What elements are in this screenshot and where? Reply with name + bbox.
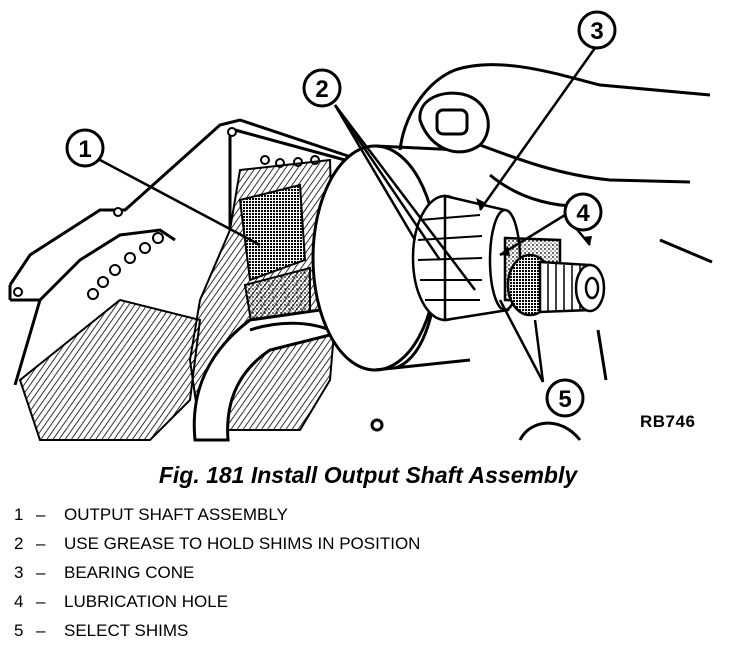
legend-dash: – (36, 505, 46, 524)
svg-text:4: 4 (576, 200, 590, 227)
svg-text:5: 5 (558, 386, 571, 413)
legend-item: 1–OUTPUT SHAFT ASSEMBLY (14, 500, 420, 529)
case-lower-shading (18, 298, 202, 441)
leader-lines (99, 47, 597, 383)
legend-number: 3 (14, 563, 24, 582)
transmission-case (8, 118, 361, 386)
svg-text:1: 1 (78, 136, 91, 163)
legend-text: BEARING CONE (64, 563, 195, 582)
legend-dash: – (36, 563, 46, 582)
callout-4: 4 (563, 192, 603, 232)
svg-text:2: 2 (315, 76, 328, 103)
callout-1: 1 (65, 128, 105, 168)
figure-caption: Fig. 181 Install Output Shaft Assembly (158, 462, 578, 488)
callout-5: 5 (545, 378, 585, 418)
legend-item: 2–USE GREASE TO HOLD SHIMS IN POSITION (14, 529, 420, 558)
legend-dash: – (36, 534, 46, 553)
figure-reference-code: RB746 (640, 412, 696, 431)
legend-dash: – (36, 592, 46, 611)
legend-text: SELECT SHIMS (64, 621, 189, 640)
legend-number: 5 (14, 621, 24, 640)
callout-2: 2 (302, 68, 342, 108)
legend-text: LUBRICATION HOLE (64, 592, 229, 611)
hand (398, 63, 713, 381)
callout-3: 3 (577, 10, 617, 50)
illustration-svg: 1 2 3 4 5 (8, 10, 713, 442)
legend-number: 4 (14, 592, 24, 611)
leader-arrowheads (476, 198, 592, 256)
legend-number: 2 (14, 534, 24, 553)
legend-number: 1 (14, 505, 24, 524)
legend-item: 4–LUBRICATION HOLE (14, 587, 420, 616)
svg-text:3: 3 (590, 18, 603, 45)
legend-dash: – (36, 621, 46, 640)
shaft-threaded-end (503, 236, 606, 317)
output-shaft-illustration: 1 2 3 4 5 (8, 10, 713, 442)
legend-text: USE GREASE TO HOLD SHIMS IN POSITION (64, 534, 421, 553)
legend-item: 3–BEARING CONE (14, 558, 420, 587)
legend-item: 5–SELECT SHIMS (14, 616, 420, 645)
legend-text: OUTPUT SHAFT ASSEMBLY (64, 505, 288, 524)
legend-list: 1–OUTPUT SHAFT ASSEMBLY 2–USE GREASE TO … (14, 500, 420, 645)
